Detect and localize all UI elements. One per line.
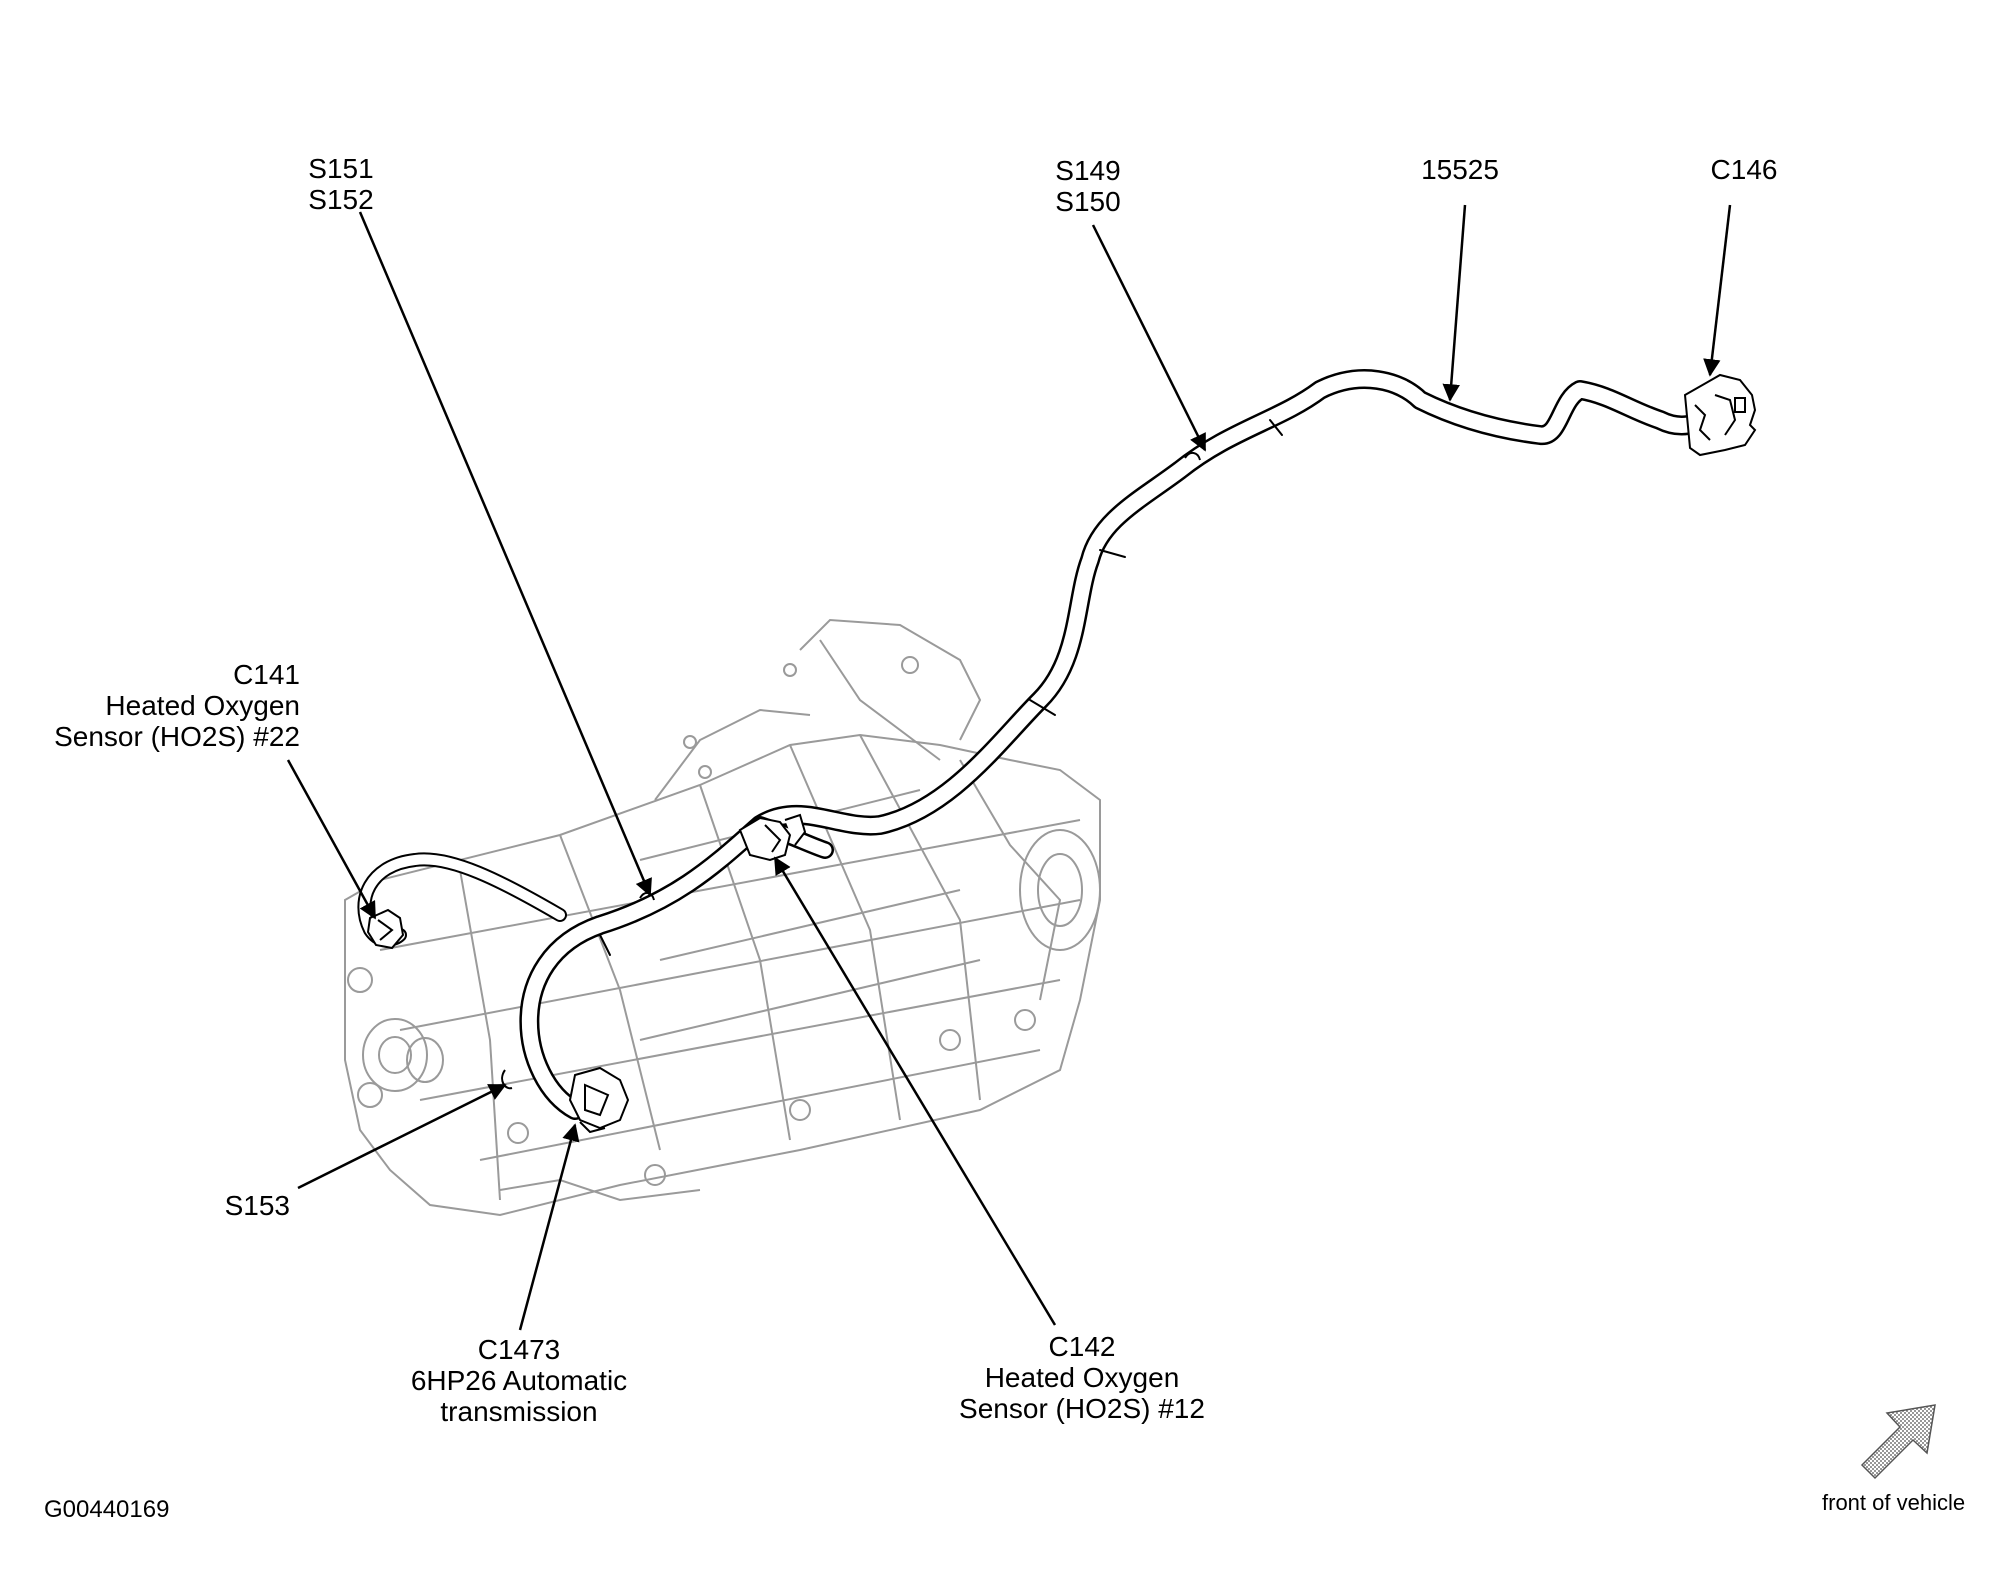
leader-c141 <box>286 759 377 920</box>
label-c142-id: C142 <box>1048 1331 1116 1362</box>
label-c141-id: C141 <box>233 659 300 690</box>
connector-c141 <box>366 908 405 950</box>
label-c1473-id: C1473 <box>477 1334 561 1365</box>
leader-lines <box>286 204 1732 1331</box>
label-c141-line2: Sensor (HO2S) #22 <box>54 721 300 752</box>
label-s150: S150 <box>1055 186 1121 217</box>
label-c142: C142 Heated Oxygen Sensor (HO2S) #12 <box>959 1331 1205 1424</box>
label-c141: C141 Heated Oxygen Sensor (HO2S) #22 <box>54 659 300 752</box>
label-c1473-line1: 6HP26 Automatic <box>410 1365 628 1396</box>
figure-id: G00440169 <box>44 1496 170 1523</box>
leader-s153 <box>297 1083 507 1190</box>
label-c142-line1: Heated Oxygen <box>984 1362 1180 1393</box>
label-s152: S152 <box>308 184 374 215</box>
label-s151: S151 <box>308 153 374 184</box>
connector-c1473 <box>568 1066 630 1134</box>
leader-15525 <box>1442 204 1467 402</box>
front-of-vehicle-label: front of vehicle <box>1822 1490 1966 1515</box>
label-s149: S149 <box>1055 155 1121 186</box>
label-c146: C146 <box>1710 154 1778 185</box>
front-of-vehicle-arrow <box>1860 1404 1936 1480</box>
label-c1473: C1473 6HP26 Automatic transmission <box>411 1334 627 1427</box>
label-15525: 15525 <box>1421 154 1499 185</box>
label-s149-s150: S149 S150 <box>1055 155 1120 217</box>
connector-c146 <box>1683 373 1757 457</box>
leader-c142 <box>773 856 1057 1326</box>
leader-c1473 <box>518 1123 580 1331</box>
label-c141-line1: Heated Oxygen <box>105 690 300 721</box>
leader-s149 <box>1091 224 1207 452</box>
leader-s151 <box>358 211 652 897</box>
label-s153: S153 <box>224 1190 290 1221</box>
wiring-harness <box>357 369 1715 1120</box>
connector-c142 <box>738 813 807 862</box>
label-c142-line2: Sensor (HO2S) #12 <box>959 1393 1205 1424</box>
label-s151-s152: S151 S152 <box>308 153 373 215</box>
transmission-body <box>344 618 1101 1217</box>
leader-c146 <box>1703 204 1732 377</box>
label-c1473-line2: transmission <box>440 1396 598 1427</box>
